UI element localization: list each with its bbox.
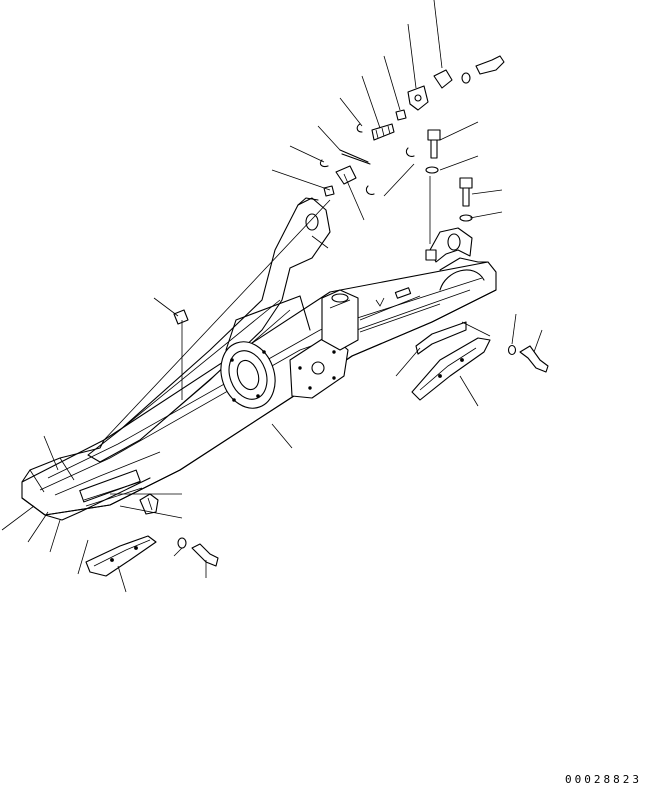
bolt-upper-right-2	[459, 177, 473, 222]
front-bracket	[139, 493, 159, 515]
leader-lines	[1, 0, 543, 593]
bolt-upper-right-1	[425, 129, 441, 174]
rear-end	[359, 257, 489, 333]
figure-code: 00028823	[565, 773, 642, 786]
grease-fitting	[173, 309, 189, 325]
fitting-top	[395, 69, 453, 121]
equalizer-arm	[87, 197, 331, 463]
rear-guard	[411, 337, 491, 401]
spring-pin-cluster	[319, 123, 415, 197]
upright-block	[321, 289, 359, 351]
bolt-rear-lower	[507, 344, 549, 373]
bolt-top	[461, 55, 505, 84]
front-guard	[85, 535, 157, 577]
pivot-housing	[220, 295, 311, 409]
track-frame	[21, 261, 497, 521]
hub-bracket	[425, 227, 473, 263]
rear-bracket	[415, 321, 467, 355]
bolt-front-lower	[177, 537, 219, 567]
